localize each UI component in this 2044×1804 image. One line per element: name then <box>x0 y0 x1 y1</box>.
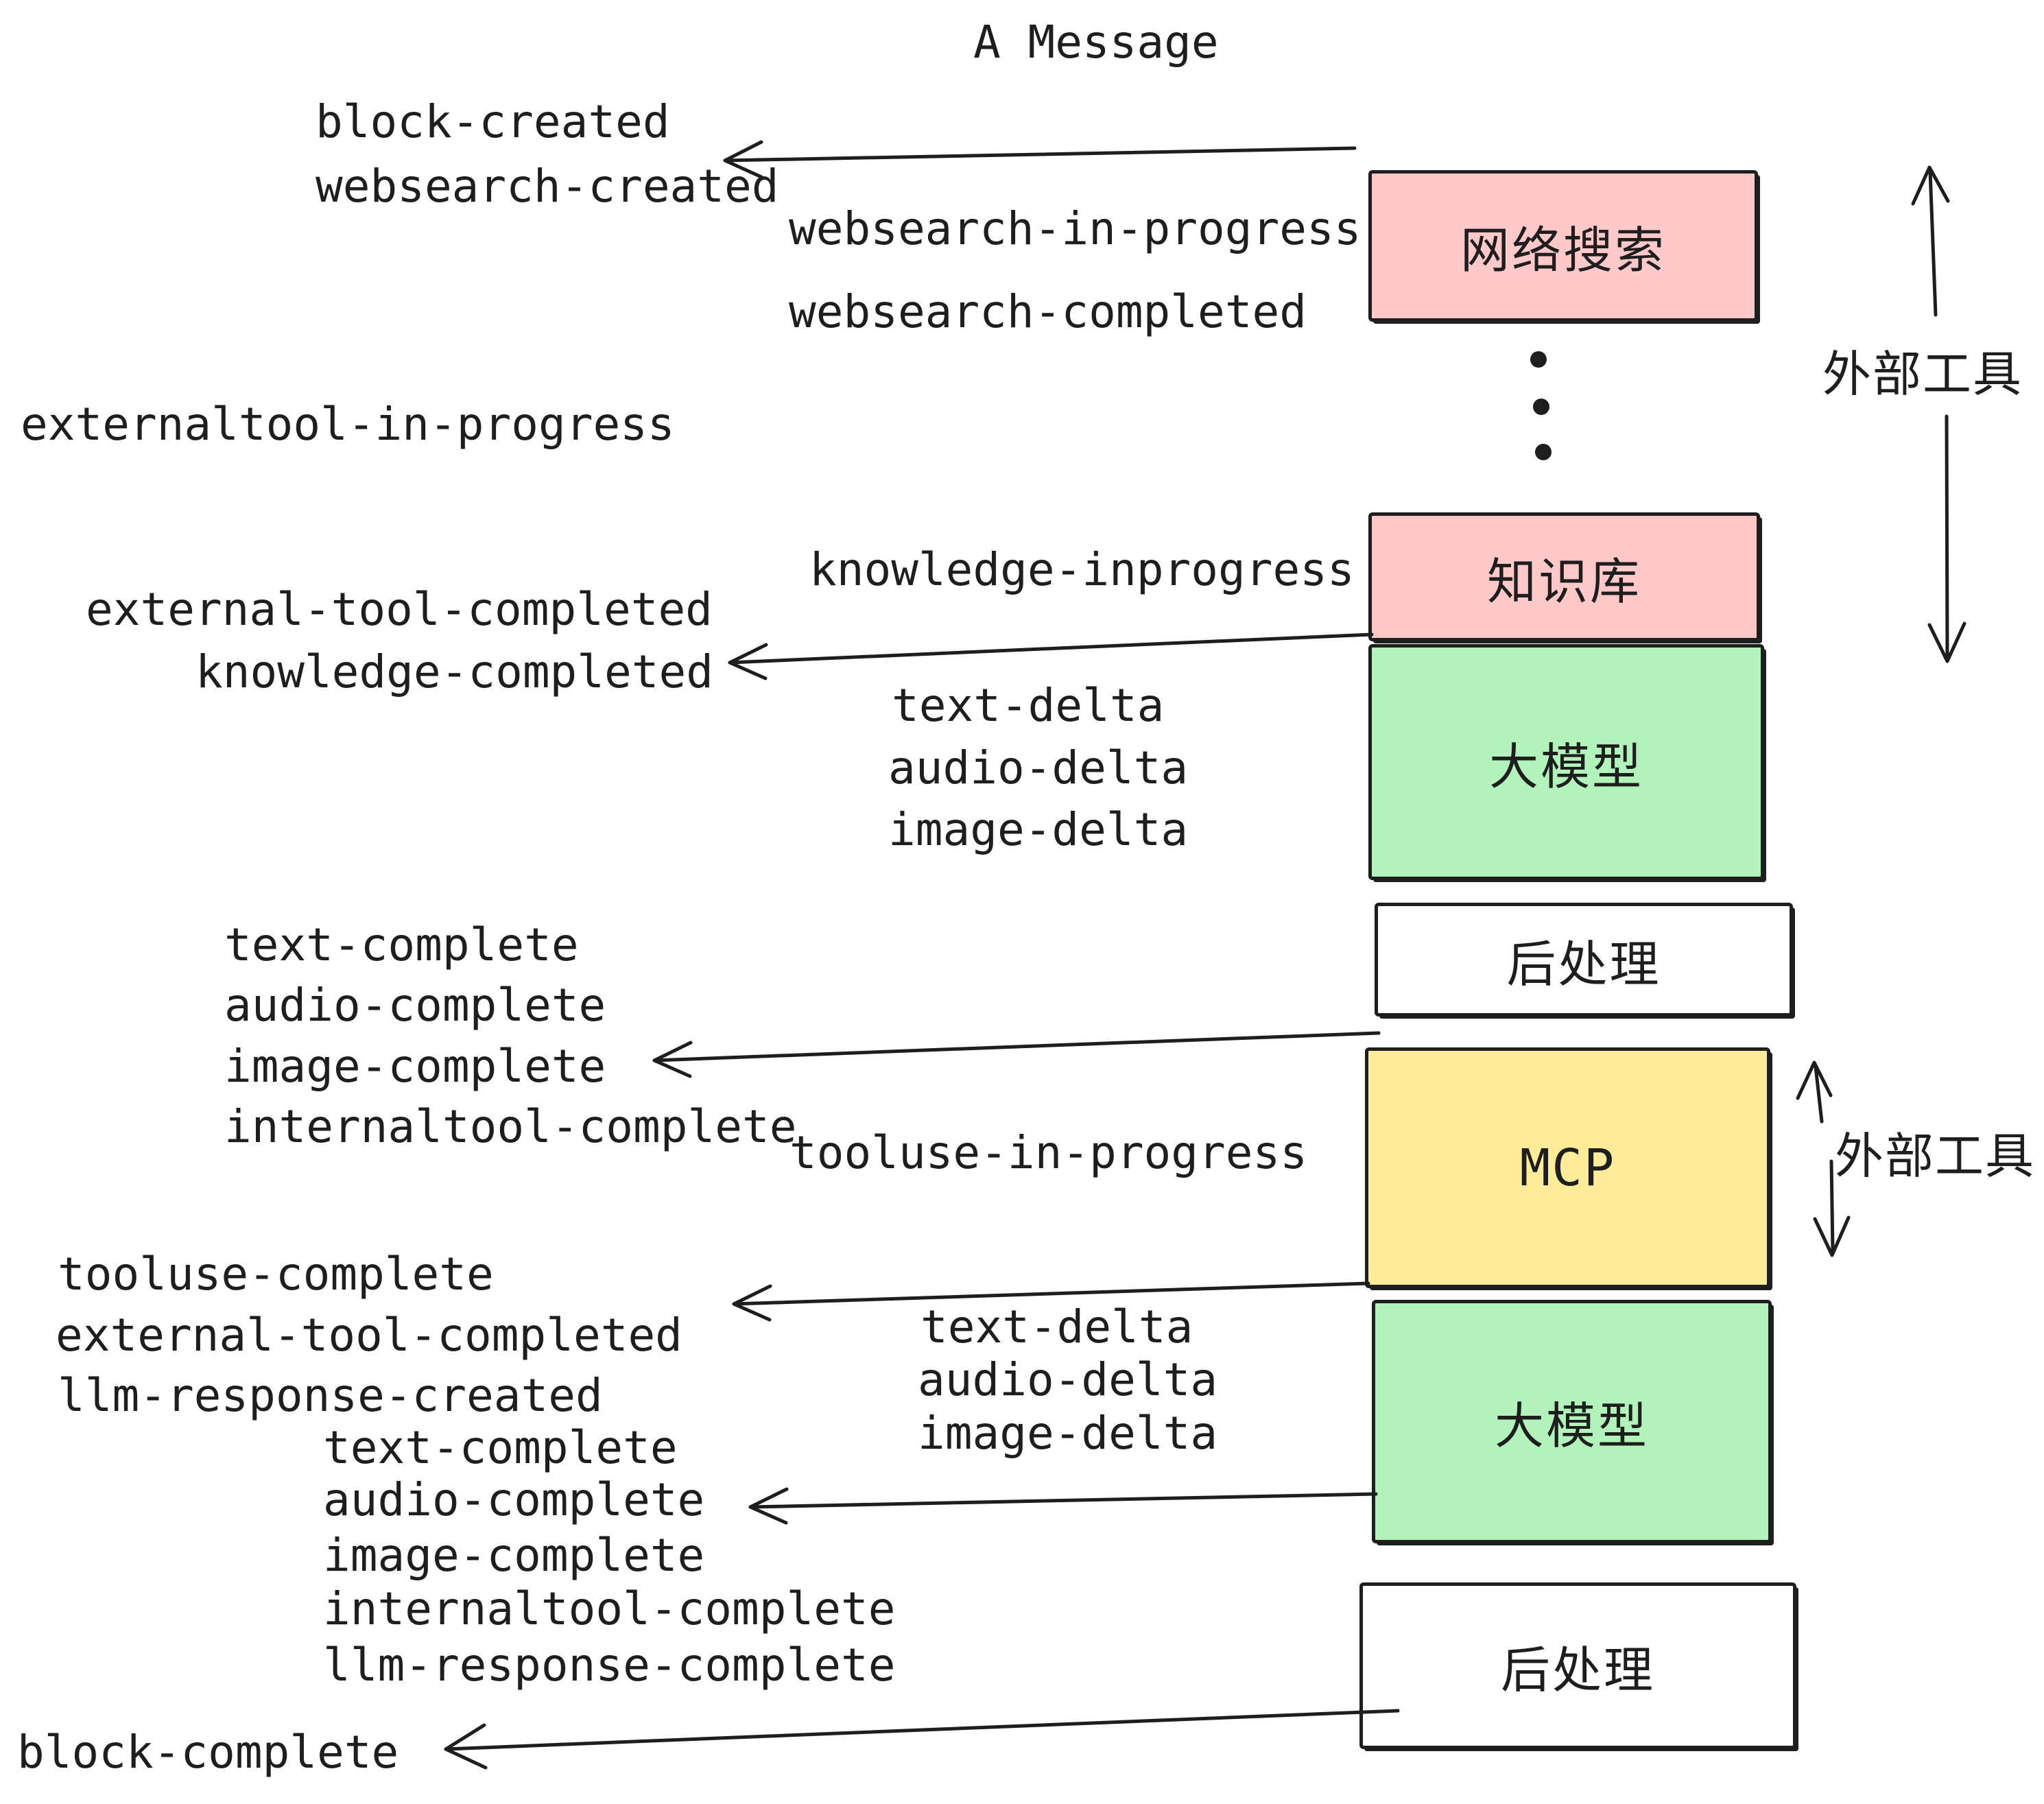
box-llm-1-label: 大模型 <box>1488 737 1643 796</box>
box-mcp-label: MCP <box>1519 1138 1616 1198</box>
event-tooluse-complete: tooluse-complete <box>58 1248 494 1301</box>
box-mcp: MCP <box>1365 1047 1770 1288</box>
event-websearch-in-progress: websearch-in-progress <box>789 202 1362 255</box>
box-knowledge-base-label: 知识库 <box>1486 552 1641 610</box>
box-websearch-label: 网络搜索 <box>1460 222 1666 279</box>
box-postprocess-2: 后处理 <box>1359 1582 1796 1749</box>
box-postprocess-1: 后处理 <box>1375 903 1793 1017</box>
event-text-complete-1: text-complete <box>224 918 579 971</box>
arrow-to-block-complete <box>444 1709 1400 1770</box>
event-block-created: block-created <box>316 95 670 148</box>
arrow-to-knowledge-completed <box>728 632 1374 680</box>
box-websearch: 网络搜索 <box>1368 170 1758 322</box>
arrow-to-audio-complete <box>748 1487 1378 1525</box>
box-llm-2-label: 大模型 <box>1494 1397 1649 1455</box>
event-audio-delta-2: audio-delta <box>918 1353 1218 1406</box>
event-external-tool-completed: external-tool-completed <box>86 583 713 636</box>
event-audio-complete-2: audio-complete <box>323 1473 705 1526</box>
ellipsis-dots <box>1530 351 1552 460</box>
event-audio-delta-1: audio-delta <box>888 741 1189 794</box>
external-tools-bracket-top-up-arrow <box>1911 165 1950 317</box>
event-llm-response-created: llm-response-created <box>58 1369 603 1422</box>
event-internaltool-complete-1: internaltool-complete <box>224 1100 797 1153</box>
diagram-title: A Message <box>973 16 1219 69</box>
event-external-tool-completed-2: external-tool-completed <box>56 1309 682 1362</box>
event-image-complete-2: image-complete <box>323 1529 705 1582</box>
event-image-complete-1: image-complete <box>224 1040 606 1093</box>
box-postprocess-2-label: 后处理 <box>1500 1641 1655 1699</box>
arrow-to-image-complete <box>652 1031 1381 1078</box>
event-text-complete-2: text-complete <box>323 1421 678 1474</box>
event-websearch-completed: websearch-completed <box>789 285 1307 338</box>
event-knowledge-completed: knowledge-completed <box>195 645 713 698</box>
event-knowledge-inprogress: knowledge-inprogress <box>809 543 1355 596</box>
event-tooluse-in-progress: tooluse-in-progress <box>789 1126 1307 1179</box>
event-audio-complete-1: audio-complete <box>224 979 606 1032</box>
event-block-complete: block-complete <box>17 1726 399 1779</box>
event-externaltool-in-progress: externaltool-in-progress <box>21 398 675 451</box>
box-llm-1: 大模型 <box>1368 644 1764 880</box>
side-label-external-tools-top: 外部工具 <box>1822 346 2023 403</box>
event-internaltool-complete-2: internaltool-complete <box>323 1582 896 1635</box>
arrow-to-websearch-created <box>723 140 1357 179</box>
external-tools-bracket-mcp-up-arrow <box>1796 1060 1833 1124</box>
event-text-delta-2: text-delta <box>920 1301 1193 1353</box>
event-text-delta-1: text-delta <box>892 679 1165 732</box>
event-llm-response-complete: llm-response-complete <box>323 1639 896 1692</box>
side-label-external-tools-mcp: 外部工具 <box>1835 1128 2036 1185</box>
box-postprocess-1-label: 后处理 <box>1506 935 1661 993</box>
event-image-delta-2: image-delta <box>918 1407 1218 1460</box>
event-websearch-created: websearch-created <box>316 160 779 213</box>
box-llm-2: 大模型 <box>1372 1300 1772 1543</box>
event-image-delta-1: image-delta <box>888 803 1189 856</box>
external-tools-bracket-top-down-arrow <box>1927 414 1966 663</box>
box-knowledge-base: 知识库 <box>1368 512 1760 641</box>
